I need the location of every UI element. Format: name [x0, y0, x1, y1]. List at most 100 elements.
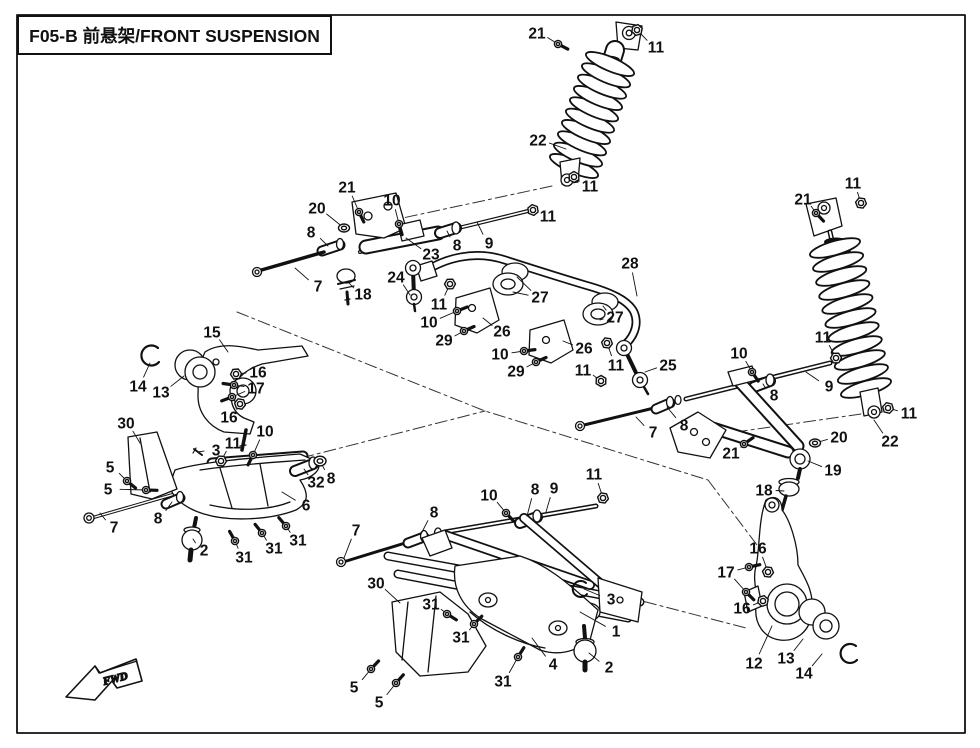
upper-control-arm-right [574, 360, 833, 480]
callout-leader [143, 362, 151, 378]
callout-number-10: 10 [730, 346, 747, 363]
snap-ring-right [839, 642, 859, 665]
part-glyph-nut [854, 197, 868, 209]
part-glyph-bolt [501, 508, 516, 523]
callout-number-3: 3 [607, 592, 616, 609]
snap-ring-center [571, 580, 588, 599]
steering-knuckle-left [197, 345, 309, 452]
callout-number-11: 11 [431, 297, 448, 314]
part-glyph-bolt [442, 609, 458, 622]
stabilizer-bracket-2 [528, 319, 574, 364]
stabilizer-clamp-2 [582, 292, 619, 326]
part-glyph-nut [229, 368, 243, 380]
fwd-direction-arrow [65, 658, 143, 701]
diagram-title-box: F05-B 前悬架/FRONT SUSPENSION [17, 15, 332, 55]
part-glyph-bushing [313, 455, 327, 467]
callout-number-7: 7 [352, 523, 361, 540]
wheel-bearing-right [798, 598, 840, 640]
callout-number-1: 1 [612, 624, 621, 641]
part-glyph-bolt [811, 208, 826, 223]
callout-number-8: 8 [531, 482, 540, 499]
part-glyph-washer [808, 438, 822, 448]
callout-number-10: 10 [480, 488, 497, 505]
callout-number-26: 26 [493, 324, 511, 341]
callout-leader [644, 367, 657, 373]
part-glyph-bolt [739, 436, 755, 449]
part-glyph-nut [757, 594, 769, 608]
callout-leader [476, 221, 484, 235]
callout-number-21: 21 [722, 446, 740, 463]
callout-number-8: 8 [770, 388, 779, 405]
callout-number-7: 7 [314, 279, 323, 296]
callout-leader [384, 588, 401, 604]
callout-number-11: 11 [845, 176, 862, 193]
callout-number-31: 31 [265, 541, 283, 558]
callout-number-29: 29 [435, 333, 453, 350]
callout-number-5: 5 [375, 695, 384, 712]
part-glyph-nut [233, 398, 247, 410]
callout-leader [588, 652, 600, 662]
callout-leader [545, 497, 551, 513]
callout-leader [281, 491, 296, 501]
callout-leader [807, 460, 823, 468]
part-glyph-bolt [277, 516, 291, 531]
callout-number-16: 16 [733, 601, 751, 618]
callout-leader [420, 520, 429, 535]
callout-number-5: 5 [104, 482, 113, 499]
callout-number-11: 11 [586, 467, 603, 484]
part-glyph-bolt [122, 476, 138, 490]
coil-spring-turn [809, 237, 861, 259]
callout-leader [219, 339, 229, 353]
part-glyph-pin [192, 447, 203, 456]
callout-number-9: 9 [485, 236, 494, 253]
callout-leader [119, 488, 147, 491]
part-glyph-bolt [744, 562, 762, 572]
callout-number-22: 22 [529, 133, 546, 150]
callout-leader [170, 375, 185, 387]
part-glyph-nut [568, 170, 580, 184]
part-glyph-nut [829, 352, 843, 364]
callout-number-21: 21 [338, 180, 356, 197]
callout-number-11: 11 [582, 179, 599, 196]
callout-leader [165, 501, 173, 511]
callout-number-13: 13 [152, 385, 170, 402]
part-glyph-nut [214, 455, 228, 467]
callout-leader [548, 142, 567, 150]
callout-leader [811, 653, 823, 667]
callout-number-5: 5 [106, 460, 115, 477]
callout-number-18: 18 [755, 483, 773, 500]
callout-number-11: 11 [575, 363, 592, 380]
callout-leader [793, 638, 804, 651]
hardware-glyphs [122, 23, 895, 688]
skid-plate-center [453, 555, 599, 654]
callout-number-13: 13 [777, 651, 795, 668]
callout-number-8: 8 [307, 225, 316, 242]
lower-control-arm-left [83, 450, 320, 524]
callout-number-16: 16 [749, 541, 767, 558]
snap-ring-left [140, 344, 161, 367]
shock-absorber-front-right [805, 197, 892, 419]
callout-number-31: 31 [452, 630, 470, 647]
part-glyph-nut [443, 278, 457, 290]
stabilizer-link-right [615, 339, 650, 396]
callout-number-26: 26 [575, 341, 593, 358]
part-glyph-nut [631, 23, 643, 37]
long-bolt-upper-left [251, 250, 326, 278]
callout-number-21: 21 [528, 26, 546, 43]
mud-guard-center [391, 591, 487, 677]
callout-number-11: 11 [815, 330, 832, 347]
callout-number-11: 11 [225, 436, 242, 453]
callout-number-21: 21 [794, 192, 812, 209]
callout-number-7: 7 [110, 520, 119, 537]
part-glyph-bolt [366, 659, 381, 674]
callout-number-17: 17 [717, 565, 734, 582]
part-glyph-bolt [459, 324, 476, 336]
part-glyph-bolt [246, 450, 258, 467]
callout-leader [294, 267, 309, 281]
part-glyph-nut [596, 492, 610, 504]
part-glyph-bolt [354, 207, 366, 224]
callout-number-28: 28 [621, 256, 639, 273]
